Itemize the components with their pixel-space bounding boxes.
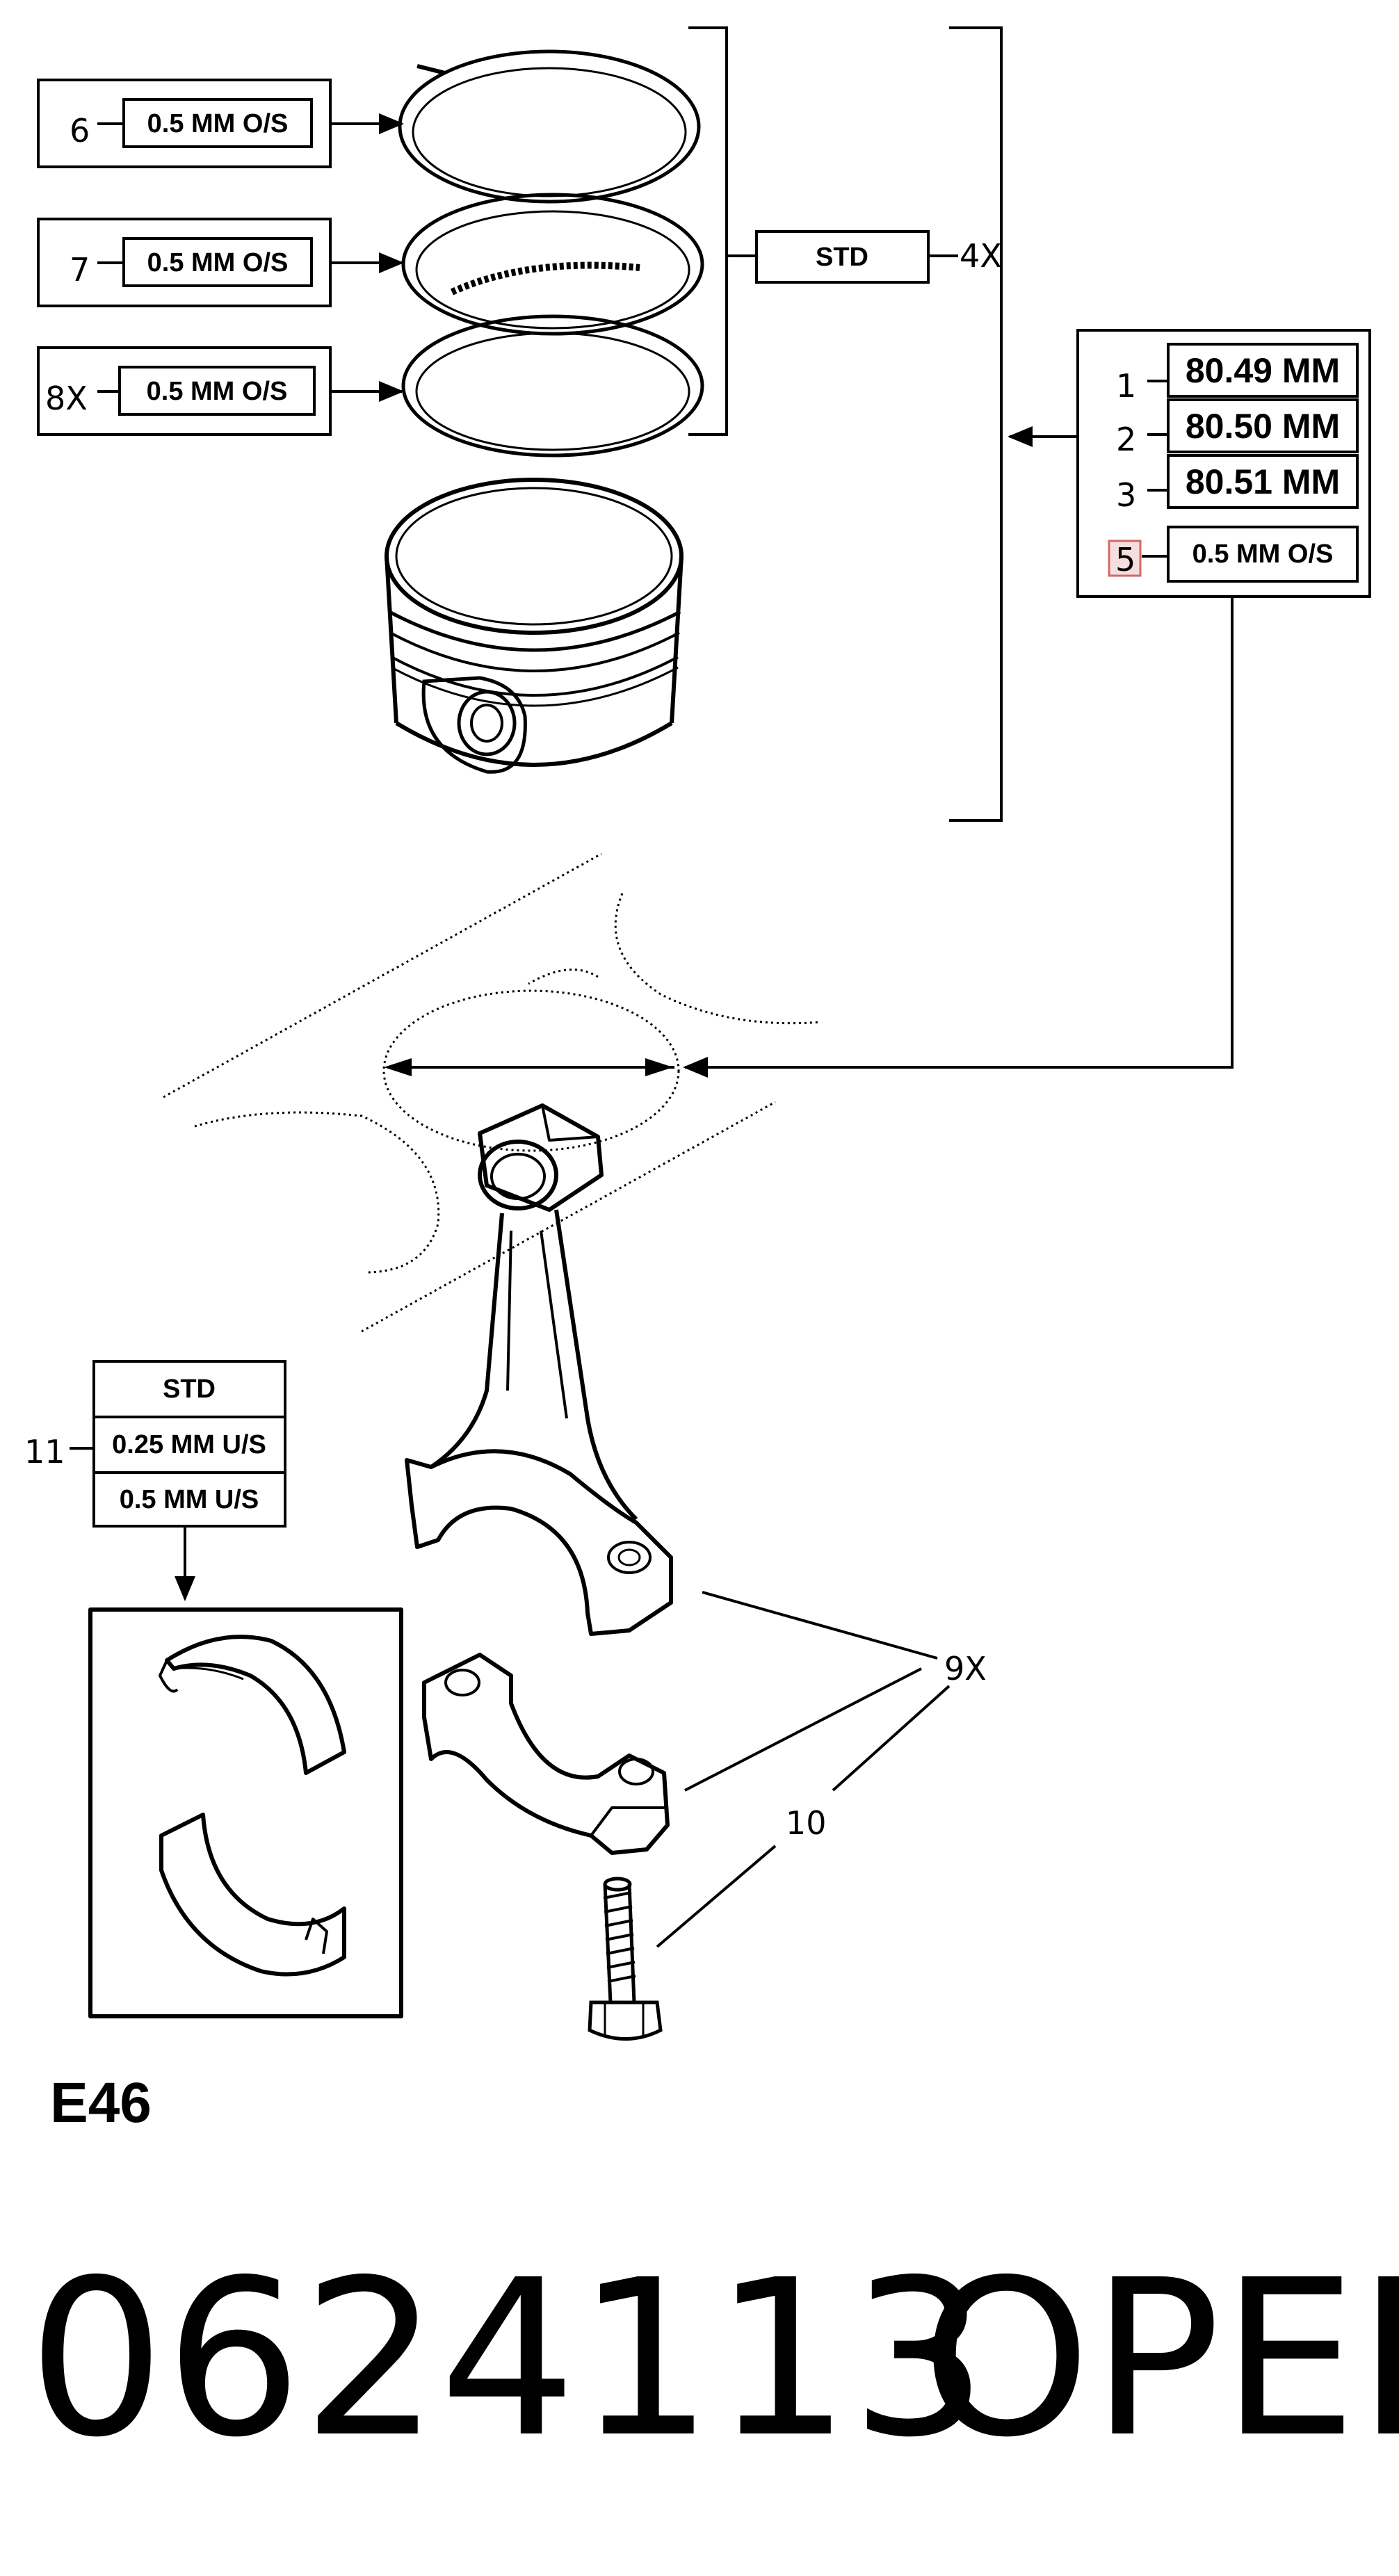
piston	[385, 478, 684, 774]
bearing-std-label: STD	[163, 1375, 216, 1404]
part-number: 0624113	[28, 2234, 988, 2485]
piston-size-2-label: 80.50 MM	[1186, 407, 1340, 446]
callout-4: 4X	[960, 237, 1002, 275]
label-boxes	[37, 79, 1371, 1528]
ring-7-size-label: 0.5 MM O/S	[147, 248, 289, 277]
callout-11: 11	[24, 1433, 65, 1471]
ring-set-std-label: STD	[816, 243, 868, 272]
bearing-025-label: 0.25 MM U/S	[112, 1430, 266, 1459]
model-code: E46	[50, 2071, 152, 2134]
bearing-shells	[88, 1607, 403, 2018]
callout-1: 1	[1116, 367, 1136, 405]
ring-8-size-label: 0.5 MM O/S	[147, 377, 288, 406]
callout-6: 6	[70, 112, 90, 149]
box-labels: 0.5 MM O/S 0.5 MM O/S 0.5 MM O/S STD 80.…	[112, 109, 1340, 1514]
piston-size-3-label: 80.51 MM	[1186, 462, 1340, 501]
callout-5: 5	[1115, 541, 1135, 578]
cylinder-block-outline	[163, 852, 821, 1333]
bracket-lines	[70, 26, 1234, 1948]
brand-name: OPEL	[921, 2234, 1399, 2485]
connecting-rod-cap	[422, 1653, 670, 1855]
piston-size-1-label: 80.49 MM	[1186, 351, 1340, 390]
callout-10: 10	[786, 1804, 827, 1842]
piston-rings	[398, 49, 704, 457]
callout-numbers: 6 7 8X 4X 1 2 3 5 11 9X 10	[24, 112, 1136, 1842]
rod-bolt	[588, 1877, 663, 2041]
callout-2: 2	[1116, 421, 1136, 458]
ring-6-size-label: 0.5 MM O/S	[147, 109, 289, 138]
piston-size-5-label: 0.5 MM O/S	[1192, 540, 1334, 569]
callout-5-highlight	[1108, 540, 1142, 577]
connecting-rod	[405, 1103, 673, 1636]
bearing-05-label: 0.5 MM U/S	[120, 1485, 259, 1514]
callout-7: 7	[70, 251, 90, 289]
callout-8: 8X	[45, 380, 88, 417]
callout-3: 3	[1116, 476, 1136, 514]
callout-9: 9X	[944, 1650, 987, 1687]
